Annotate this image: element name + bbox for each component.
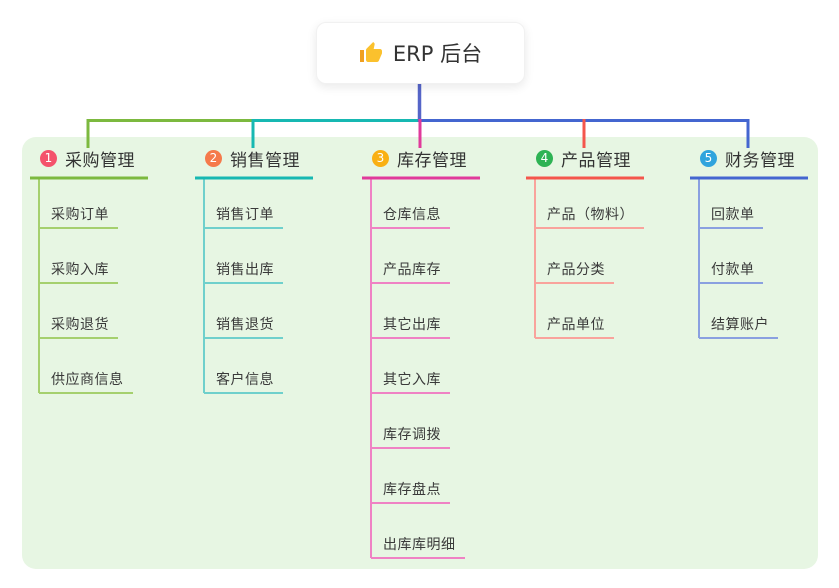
branch-node-5[interactable]: 5 财务管理: [700, 148, 795, 171]
child-node[interactable]: 库存盘点: [383, 482, 441, 498]
child-node[interactable]: 销售订单: [216, 207, 274, 223]
branch-node-2[interactable]: 2 销售管理: [205, 148, 300, 171]
child-node[interactable]: 采购退货: [51, 317, 109, 333]
branch-badge: 4: [536, 149, 553, 167]
child-node[interactable]: 销售退货: [216, 317, 274, 333]
child-node[interactable]: 结算账户: [711, 317, 769, 333]
branch-badge: 3: [372, 149, 389, 167]
child-node[interactable]: 供应商信息: [51, 372, 124, 388]
branch-badge: 2: [205, 149, 222, 167]
child-node[interactable]: 产品库存: [383, 262, 441, 278]
branch-badge: 5: [700, 149, 717, 167]
branch-node-4[interactable]: 4 产品管理: [536, 148, 631, 171]
branch-label: 销售管理: [230, 150, 300, 171]
child-node[interactable]: 付款单: [711, 262, 755, 278]
child-node[interactable]: 采购入库: [51, 262, 109, 278]
child-node[interactable]: 其它入库: [383, 372, 441, 388]
branch-label: 采购管理: [65, 150, 135, 171]
child-node[interactable]: 产品（物料）: [547, 207, 634, 223]
child-node[interactable]: 回款单: [711, 207, 755, 223]
child-node[interactable]: 客户信息: [216, 372, 274, 388]
branch-label: 财务管理: [725, 150, 795, 171]
child-node[interactable]: 库存调拨: [383, 427, 441, 443]
child-node[interactable]: 仓库信息: [383, 207, 441, 223]
branch-node-3[interactable]: 3 库存管理: [372, 148, 467, 171]
child-node[interactable]: 产品单位: [547, 317, 605, 333]
branch-badge: 1: [40, 149, 57, 167]
child-node[interactable]: 出库库明细: [383, 537, 456, 553]
thumbs-up-icon: [359, 42, 382, 62]
child-node[interactable]: 其它出库: [383, 317, 441, 333]
root-label: ERP 后台: [392, 42, 483, 66]
child-node[interactable]: 销售出库: [216, 262, 274, 278]
branch-node-1[interactable]: 1 采购管理: [40, 148, 135, 171]
branch-label: 产品管理: [561, 150, 631, 171]
root-node[interactable]: ERP 后台: [316, 22, 525, 84]
branches-panel: [22, 137, 818, 569]
child-node[interactable]: 采购订单: [51, 207, 109, 223]
child-node[interactable]: 产品分类: [547, 262, 605, 278]
branch-label: 库存管理: [397, 150, 467, 171]
